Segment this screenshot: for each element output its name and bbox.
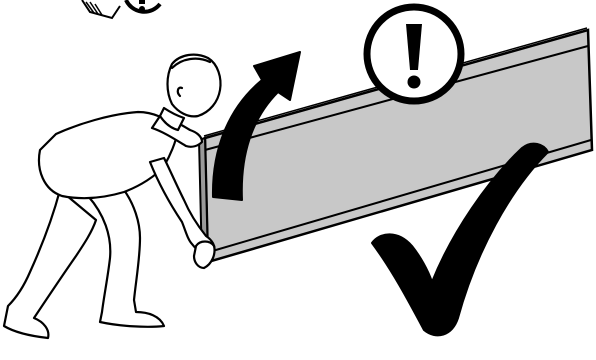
manual-book-icon (82, 0, 120, 18)
front-leg (88, 190, 164, 327)
small-warning-icon (126, 0, 160, 12)
exclamation-circle-icon (367, 7, 461, 101)
installer-person (4, 55, 221, 338)
hand (194, 242, 215, 269)
back-leg (4, 190, 96, 338)
